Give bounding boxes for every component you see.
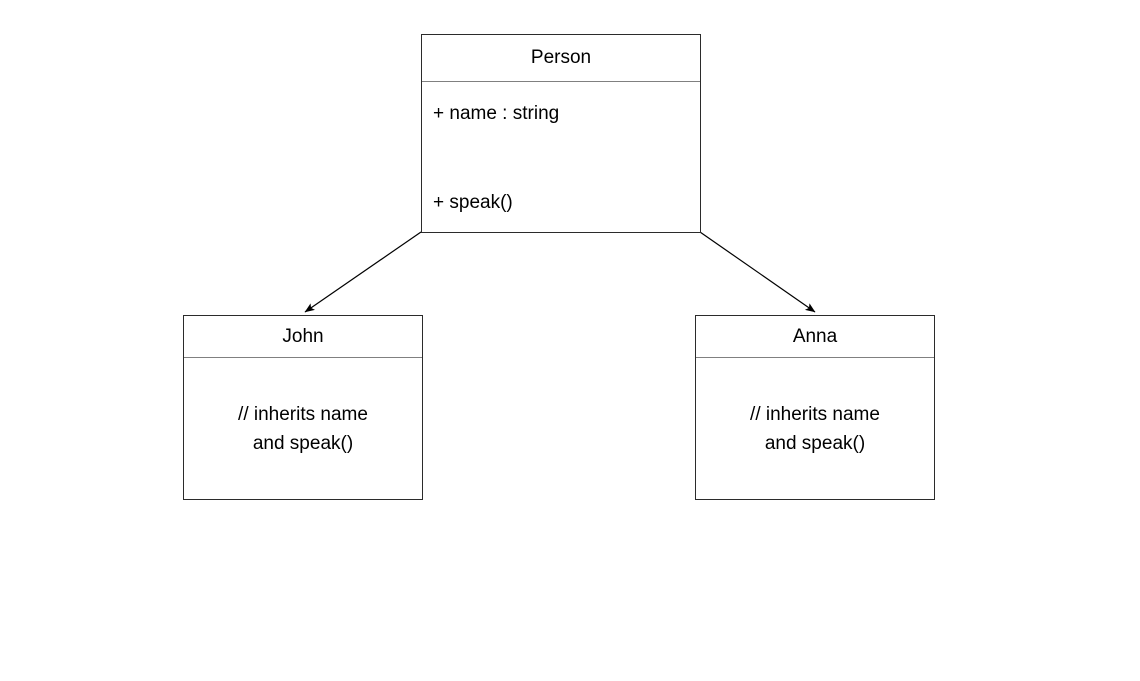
edge-person-to-anna [699, 231, 816, 313]
class-box-anna[interactable]: Anna // inherits name and speak() [695, 315, 935, 500]
class-name-person: Person [422, 35, 700, 82]
class-members-anna: // inherits name and speak() [696, 358, 934, 499]
class-box-person[interactable]: Person + name : string + speak() [421, 34, 701, 233]
class-box-john[interactable]: John // inherits name and speak() [183, 315, 423, 500]
class-name-anna: Anna [696, 316, 934, 358]
class-note-john: // inherits name and speak() [238, 404, 368, 454]
class-attribute-name: + name : string [433, 103, 560, 124]
class-operation-speak: + speak() [433, 192, 513, 213]
class-members-john: // inherits name and speak() [184, 358, 422, 499]
class-note-anna: // inherits name and speak() [750, 404, 880, 454]
class-name-john: John [184, 316, 422, 358]
edge-person-to-john [304, 231, 422, 313]
class-members-person: + name : string + speak() [422, 82, 700, 232]
